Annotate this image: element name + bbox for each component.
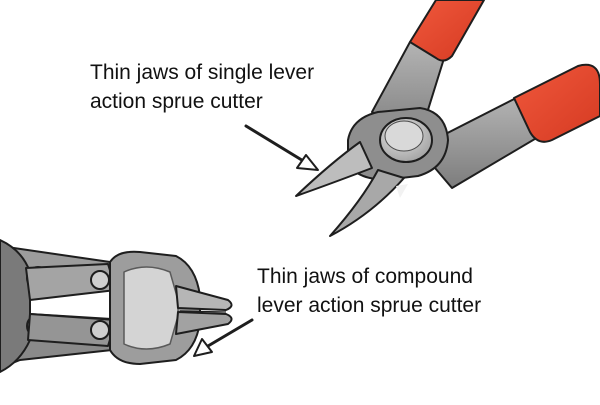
link-pivot-lower	[90, 320, 110, 340]
compound-upper-jaw	[175, 285, 233, 311]
compound-lower-jaw	[175, 311, 233, 335]
pivot-bolt-top	[384, 120, 424, 152]
arrow-to-single-jaws	[244, 124, 319, 171]
lower-jaw	[329, 169, 405, 237]
arrow-to-compound-jaws	[193, 318, 254, 357]
lower-grip	[513, 63, 600, 143]
compound-lever-caption-line-2: lever action sprue cutter	[257, 294, 482, 317]
arrow-head-single	[296, 154, 319, 171]
upper-jaw	[295, 141, 373, 197]
single-lever-caption-line-1: Thin jaws of single lever	[90, 61, 315, 84]
jaw-gap-line	[179, 310, 227, 313]
compound-lever-sprue-cutter	[0, 239, 233, 373]
single-lever-sprue-cutter	[295, 0, 600, 237]
head-face	[123, 266, 179, 350]
link-pivot-upper	[90, 270, 110, 290]
compound-lever-jaws-caption: Thin jaws of compound lever action sprue…	[257, 262, 481, 320]
single-lever-jaws-caption: Thin jaws of single lever action sprue c…	[90, 58, 314, 116]
compound-lever-caption-line-1: Thin jaws of compound	[257, 265, 473, 288]
jaw-highlight	[396, 184, 408, 198]
upper-grip	[409, 0, 485, 62]
single-lever-caption-line-2: action sprue cutter	[90, 90, 263, 113]
arrow-head-compound	[193, 338, 213, 357]
